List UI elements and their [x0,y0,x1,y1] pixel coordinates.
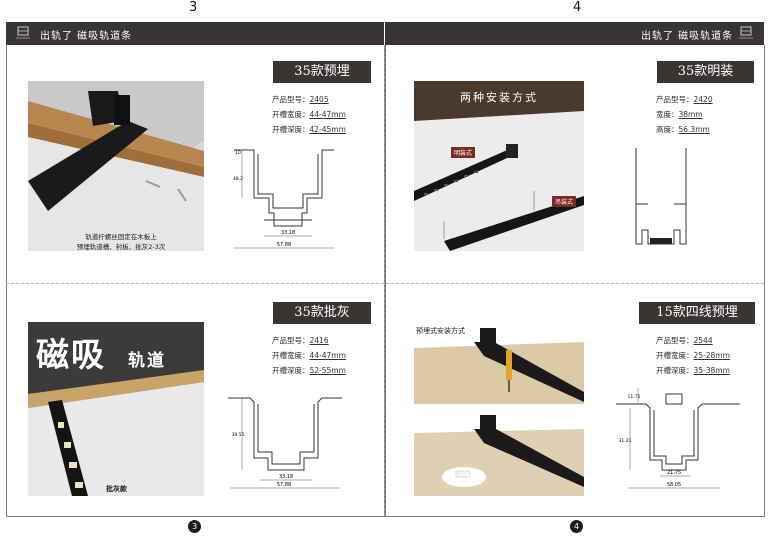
product-photo-recessed: 轨道拧螺丝固定在木板上 预埋轨道槽、封板、批灰2-3次 [28,81,204,251]
spec-value: 2544 [693,336,713,345]
spec-label: 宽度： [656,110,679,119]
spec-label: 开槽深度： [656,366,694,375]
footer-page-number-right: 4 [570,520,583,533]
page-divider [384,46,385,516]
dim-outer-width: 57.88 [277,482,291,488]
tag-surface-mount: 明装式 [451,147,476,158]
install-banner-text: 两种安装方式 [460,91,538,104]
spec-label: 开槽宽度： [272,351,310,360]
product-photo-install-1: 预埋式安装方式 [414,322,584,404]
spec-label: 开槽宽度： [272,110,310,119]
spec-value: 25-28mm [693,351,730,360]
page-number-right: 4 [573,0,582,15]
dim-height: 39.55 [232,432,245,438]
spec-label: 产品型号： [272,336,310,345]
spec-label: 产品型号： [656,336,694,345]
tag-hanging-mount: 吊装式 [552,196,577,207]
section-title-recessed: 35款预埋 [273,61,371,83]
spec-label: 产品型号： [656,95,694,104]
dim-height: 31.21 [619,438,632,444]
dim-outer-width: 57.88 [277,242,291,248]
spec-value: 42-45mm [309,125,346,134]
photo-caption-line2: 预埋轨道槽、封板、批灰2-3次 [76,243,166,251]
section-divider [6,283,764,284]
spec-label: 开槽深度： [272,125,310,134]
section-title-plaster: 35款批灰 [273,302,371,324]
spec-value: 2420 [693,95,713,104]
product-photo-surface: 两种安装方式 [414,81,584,251]
spec-value: 56.3mm [678,125,710,134]
spec-label: 产品型号： [272,95,310,104]
footer-page-number-left: 3 [188,520,201,533]
right-header-title: 出轨了 磁吸轨道条 [641,31,734,42]
section-title-surface: 35款明装 [657,61,754,83]
profile-drawing-surface [635,148,687,245]
big-text-track: 轨道 [128,351,166,371]
spec-label: 开槽宽度： [656,351,694,360]
dim-inner-width: 21.75 [667,470,681,476]
product-photo-install-2 [414,411,584,496]
dim-inner-width: 33.18 [281,230,295,236]
photo-caption-plaster: 批灰款 [106,485,127,493]
spec-value: 44-47mm [309,110,346,119]
dim-flange: 10 [235,150,241,156]
spec-label: 开槽深度： [272,366,310,375]
dim-outer-width: 58.05 [667,482,681,488]
right-page-frame [385,45,765,517]
dim-top: 11.75 [628,394,641,400]
spec-list-recessed: 产品型号：2405 开槽宽度：44-47mm 开槽深度：42-45mm [272,92,346,137]
brand-logo-icon [739,26,753,39]
left-header-bar: 出轨了 磁吸轨道条 [6,22,384,45]
spec-value: 2405 [309,95,329,104]
page-number-left: 3 [189,0,198,15]
right-header-bar: 出轨了 磁吸轨道条 [385,22,764,45]
spec-list-plaster: 产品型号：2416 开槽宽度：44-47mm 开槽深度：52-55mm [272,333,346,378]
photo-caption-line1: 轨道拧螺丝固定在木板上 [85,233,157,241]
spec-value: 2416 [309,336,329,345]
dim-inner-width: 33.18 [279,474,293,480]
brand-logo-icon [16,26,30,39]
install-method-label: 预埋式安装方式 [416,327,465,335]
spec-value: 38mm [678,110,703,119]
profile-drawing-recessed: 33.18 57.88 48.2 10 [233,149,334,249]
spec-value: 35-38mm [693,366,730,375]
spec-value: 52-55mm [309,366,346,375]
section-title-four-wire: 15款四线预埋 [639,302,755,324]
product-photo-plaster: 磁吸 轨道 批灰款 [28,322,204,496]
spec-value: 44-47mm [309,351,346,360]
spec-label: 高度： [656,125,679,134]
spec-list-surface: 产品型号：2420 宽度：38mm 高度：56.3mm [656,92,713,137]
profile-drawing-four-wire: 21.75 58.05 31.21 11.75 [616,388,740,489]
spec-list-four-wire: 产品型号：2544 开槽宽度：25-28mm 开槽深度：35-38mm [656,333,730,378]
profile-drawing-plaster: 33.18 57.88 39.55 [228,397,342,489]
big-text-magnetic: 磁吸 [36,335,106,374]
left-header-title: 出轨了 磁吸轨道条 [40,31,133,42]
dim-height: 48.2 [233,176,243,182]
